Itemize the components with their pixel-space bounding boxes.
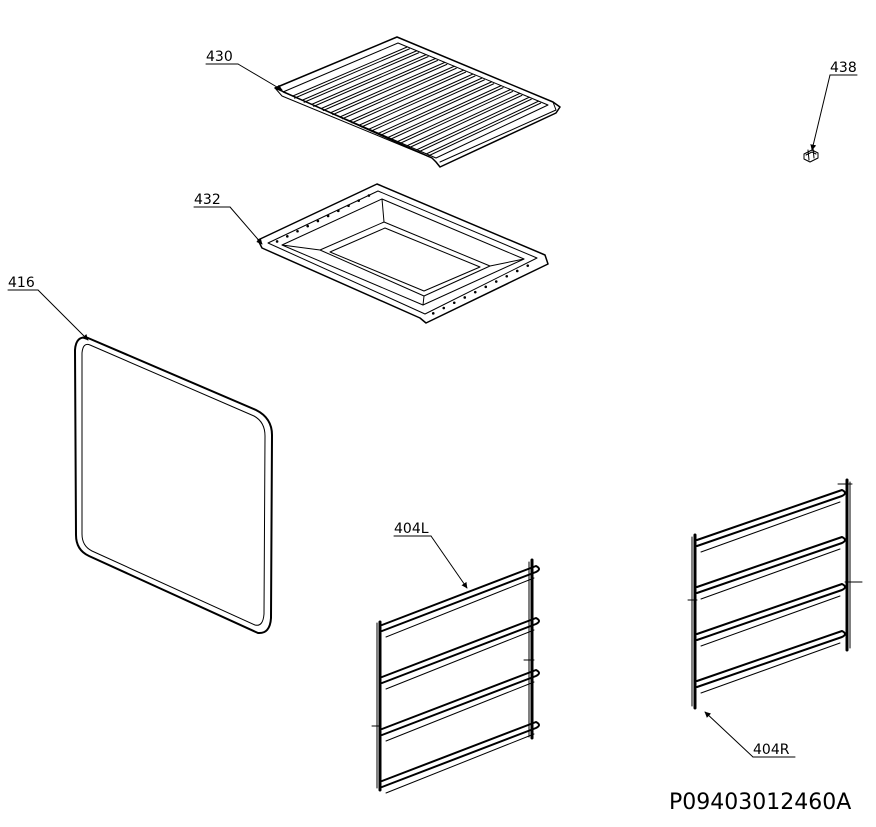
- shelf-bar-edge: [303, 52, 420, 103]
- runner-rail: [696, 489, 846, 547]
- tray-rim-dot: [306, 224, 310, 228]
- tray-rim-dot: [494, 280, 498, 283]
- shelf-bar: [301, 50, 418, 101]
- runner-rail: [696, 583, 846, 641]
- shelf-bar-edge: [427, 102, 542, 157]
- shelf-bar-edge: [361, 75, 476, 128]
- shelf-bar-edge: [418, 98, 532, 153]
- tray-rim-dot: [326, 214, 330, 218]
- tray-rim-dot: [431, 312, 435, 315]
- runner-rail-lower: [700, 595, 841, 647]
- tray-rim-dot: [452, 301, 456, 305]
- shelf-bar-edge: [389, 87, 504, 140]
- label-430-group: 430: [205, 49, 283, 91]
- shelf-bar: [397, 89, 511, 142]
- shelf-bar: [378, 81, 493, 134]
- runner-rail: [381, 617, 540, 684]
- runner-rail-lower: [700, 642, 841, 694]
- label-404R-group: 404R: [704, 711, 796, 758]
- shelf-bar-edge: [380, 83, 495, 136]
- tray-rim-dot: [442, 306, 446, 310]
- tray-rim-dot: [367, 194, 371, 197]
- tray-rim-dot: [473, 290, 477, 294]
- shelf-bar-edge: [322, 60, 438, 111]
- shelf-bar-edge: [332, 63, 448, 116]
- label-432: 432: [194, 192, 221, 208]
- runner-rail-lower: [385, 733, 535, 794]
- tray-rim-dot: [526, 264, 530, 267]
- shelf-bar: [292, 46, 408, 97]
- shelf-bar: [330, 61, 446, 114]
- runner-rail-lower: [385, 681, 535, 742]
- label-430: 430: [206, 49, 233, 65]
- shelf-bar: [339, 65, 455, 118]
- runner-rail-lower: [700, 548, 841, 600]
- shelf-bar: [416, 96, 530, 151]
- runner-rail-lower: [700, 501, 841, 553]
- tray-rim-dot: [347, 204, 350, 208]
- shelf-bar: [359, 73, 474, 126]
- shelf-bar-edge: [370, 79, 485, 132]
- runner-rail: [381, 721, 540, 788]
- label-416-group: 416: [7, 275, 89, 341]
- shelf-bar: [368, 77, 483, 130]
- baking-tray-part: [257, 183, 549, 324]
- shelf-bar: [387, 85, 502, 138]
- tray-rim-dot: [505, 274, 509, 278]
- label-438: 438: [830, 60, 857, 76]
- runner-rail-lower: [385, 629, 535, 690]
- shelf-bar: [406, 92, 521, 147]
- tray-rim-dot: [286, 235, 289, 238]
- shelf-bar: [349, 69, 465, 122]
- clip-part: [803, 147, 819, 163]
- runner-rail: [381, 565, 540, 632]
- shelf-bar-edge: [351, 71, 467, 124]
- runner-rail: [696, 630, 846, 688]
- tray-rim-dot: [463, 296, 467, 299]
- label-404R: 404R: [753, 742, 790, 758]
- label-404L: 404L: [394, 521, 429, 537]
- shelf-bar-edge: [341, 67, 457, 120]
- tray-rim-dot: [275, 240, 279, 243]
- shelf-bar: [425, 100, 540, 155]
- tray-rim-dot: [357, 199, 361, 202]
- runner-rail-lower: [385, 577, 535, 638]
- label-432-group: 432: [193, 192, 263, 245]
- tray-rim-dot: [484, 285, 488, 289]
- runner-rail: [381, 669, 540, 736]
- drawing-code: P09403012460A: [669, 790, 851, 815]
- tray-rim-dot: [296, 229, 299, 233]
- shelf-bar: [320, 58, 436, 109]
- door-seal-part: [74, 336, 273, 635]
- wire-shelf-part: [274, 36, 561, 168]
- shelf-bar: [311, 54, 427, 105]
- shelf-runner-left-part: [371, 558, 540, 794]
- tray-rim-dot: [316, 219, 320, 223]
- shelf-bar-edge: [408, 94, 523, 149]
- shelf-bar-edge: [294, 48, 410, 99]
- label-404L-group: 404L: [393, 521, 468, 589]
- runner-rail: [696, 536, 846, 594]
- shelf-bar-edge: [399, 91, 513, 144]
- label-416: 416: [8, 275, 35, 291]
- shelf-bar-edge: [313, 56, 429, 107]
- tray-rim-dot: [515, 269, 519, 273]
- shelf-runner-right-part: [687, 478, 863, 710]
- tray-rim-dot: [337, 209, 340, 213]
- label-438-group: 438: [810, 60, 858, 151]
